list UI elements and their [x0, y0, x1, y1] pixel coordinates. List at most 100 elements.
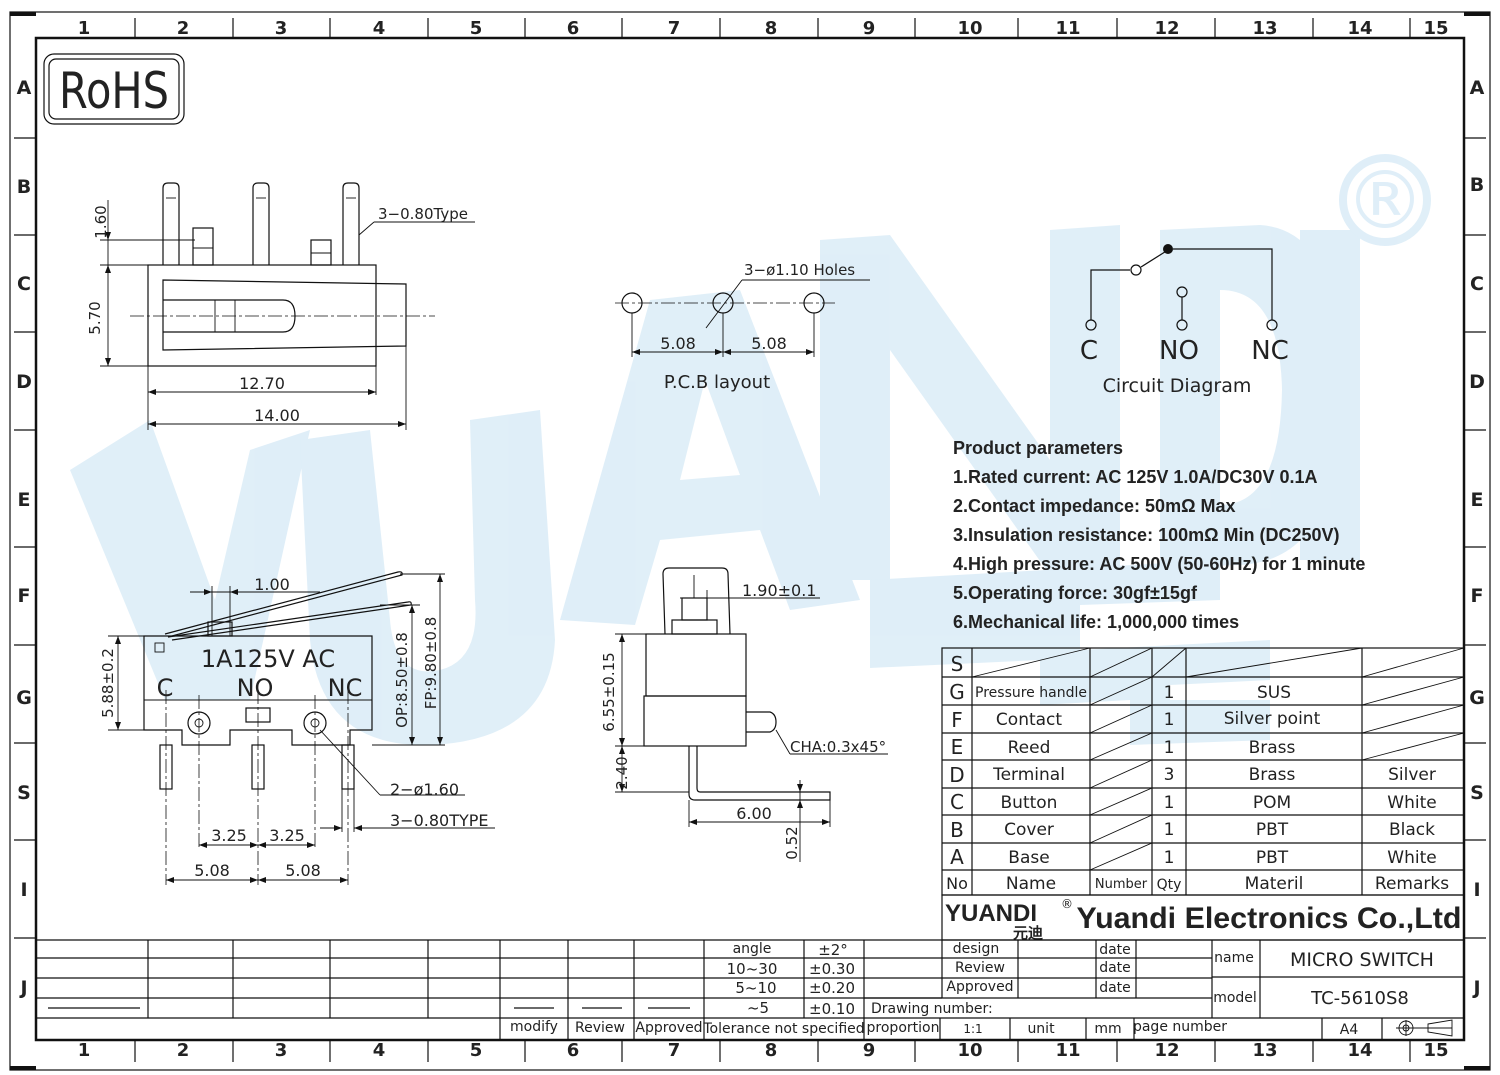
bom-no: G	[949, 680, 965, 704]
bom-no: F	[951, 708, 963, 732]
col-label: 11	[1055, 18, 1080, 39]
row-label: A	[17, 77, 32, 99]
bom-row: D Terminal 3 Brass Silver	[949, 763, 1436, 787]
row-label: J	[18, 977, 27, 999]
bom-remarks: White	[1387, 848, 1436, 868]
dim-14-00: 14.00	[254, 406, 300, 425]
dim-5-08-a: 5.08	[194, 861, 230, 880]
tb-design: design	[953, 941, 999, 957]
col-label: 8	[765, 1040, 778, 1061]
dim-5-70: 5.70	[86, 301, 104, 334]
col-label: 1	[78, 1040, 91, 1061]
rohs-logo: RoHS	[43, 53, 185, 125]
row-labels-left: A B C D E F G S I J	[16, 77, 32, 999]
bom-table	[941, 647, 1465, 896]
bom-material: Silver point	[1224, 709, 1321, 729]
pcb-dim-right: 5.08	[751, 334, 787, 353]
col-label: 5	[470, 18, 483, 39]
tb-review-2: Review	[955, 960, 1005, 976]
bom-header-remarks: Remarks	[1375, 874, 1449, 894]
tb-range-2-tol: ±0.20	[809, 979, 855, 997]
company-logo: YUANDI	[945, 900, 1037, 927]
bom-material: Brass	[1249, 765, 1296, 785]
dim-2-40: 2.40	[613, 756, 631, 789]
yuandi-watermark	[70, 154, 1431, 746]
row-label: I	[20, 879, 27, 901]
cha-label: CHA:0.3x45°	[790, 738, 886, 756]
col-label: 3	[275, 18, 288, 39]
bom-name: Contact	[996, 710, 1062, 730]
row-label: D	[1469, 371, 1485, 393]
col-label: 7	[668, 18, 681, 39]
bom-name: Terminal	[992, 765, 1065, 785]
tb-proportion: proportion	[867, 1020, 940, 1036]
bom-header-number: Number	[1095, 877, 1148, 892]
pcb-holes-label: 3−ø1.10 Holes	[744, 261, 855, 279]
rating-label: 1A125V AC	[201, 645, 335, 673]
holes-label: 2−ø1.60	[390, 780, 459, 799]
row-labels-right: A B C D E F G S I J	[1469, 77, 1485, 999]
tb-name-value: MICRO SWITCH	[1290, 949, 1434, 971]
col-label: 14	[1347, 1040, 1372, 1061]
title-block-grid	[36, 939, 1464, 1040]
bom-qty: 1	[1164, 710, 1175, 730]
tb-size: A4	[1340, 1022, 1359, 1038]
row-label: C	[1470, 273, 1484, 295]
tb-range-3-tol: ±0.10	[809, 1000, 855, 1018]
pcb-layout-drawing	[615, 279, 870, 357]
circuit-nc-label: NC	[1251, 336, 1289, 366]
col-label: 14	[1347, 18, 1372, 39]
row-label: E	[18, 489, 31, 511]
tb-angle-tol: ±2°	[818, 941, 848, 959]
col-label: 5	[470, 1040, 483, 1061]
bom-rows: S G Pressure handle 1 SUS F Contact 1 Si…	[946, 652, 1449, 894]
param-line: 5.Operating force: 30gf±15gf	[953, 583, 1198, 603]
front-no-label: NO	[237, 674, 274, 702]
param-line: 3.Insulation resistance: 100mΩ Min (DC25…	[953, 525, 1340, 545]
dim-fp: FP:9.80±0.8	[422, 617, 440, 710]
dim-op: OP:8.50±0.8	[393, 632, 411, 728]
tb-modify: modify	[510, 1019, 558, 1035]
col-label: 2	[177, 1040, 190, 1061]
bom-material: PBT	[1256, 820, 1289, 840]
dim-0-52: 0.52	[783, 826, 801, 859]
col-label: 4	[373, 18, 386, 39]
bom-remarks: Silver	[1388, 765, 1436, 785]
bom-no: E	[951, 735, 964, 759]
front-c-label: C	[157, 674, 174, 702]
bom-material: POM	[1253, 793, 1291, 813]
bom-remarks: Black	[1389, 820, 1435, 840]
bom-no: B	[950, 818, 964, 842]
bom-remarks: White	[1387, 793, 1436, 813]
bom-row: A Base 1 PBT White	[950, 845, 1437, 869]
col-label: 9	[863, 18, 876, 39]
top-view-drawing	[100, 182, 475, 430]
bom-row: G Pressure handle 1 SUS	[949, 680, 1291, 704]
tb-name-label: name	[1214, 950, 1254, 966]
tb-review: Review	[575, 1020, 625, 1036]
bom-material: SUS	[1257, 683, 1291, 703]
tb-drawing-number: Drawing number:	[871, 1001, 993, 1017]
bom-material: Brass	[1249, 738, 1296, 758]
pin-note-front: 3−0.80TYPE	[390, 811, 489, 830]
tb-range-1: 10~30	[727, 960, 778, 978]
dim-3-25-b: 3.25	[269, 826, 305, 845]
pcb-dim-left: 5.08	[660, 334, 696, 353]
tb-mm: mm	[1094, 1021, 1121, 1037]
tb-approved-2: Approved	[946, 979, 1013, 995]
tb-unit: unit	[1027, 1021, 1055, 1037]
tb-scale: 1:1	[963, 1022, 982, 1036]
col-label: 2	[177, 18, 190, 39]
row-label: B	[1470, 174, 1484, 196]
row-label: B	[17, 176, 31, 198]
bom-row: B Cover 1 PBT Black	[950, 818, 1435, 842]
row-label: S	[1470, 782, 1484, 804]
company-bar: YUANDI 元迪 ® Yuandi Electronics Co.,Ltd	[941, 894, 1465, 942]
bom-row: F Contact 1 Silver point	[951, 708, 1320, 732]
dim-1-90: 1.90±0.1	[742, 581, 816, 600]
param-line: 1.Rated current: AC 125V 1.0A/DC30V 0.1A	[953, 467, 1317, 487]
row-label: G	[16, 687, 32, 709]
tb-range-2: 5~10	[735, 979, 776, 997]
tb-tolerance: Tolerance not specified	[702, 1021, 864, 1037]
